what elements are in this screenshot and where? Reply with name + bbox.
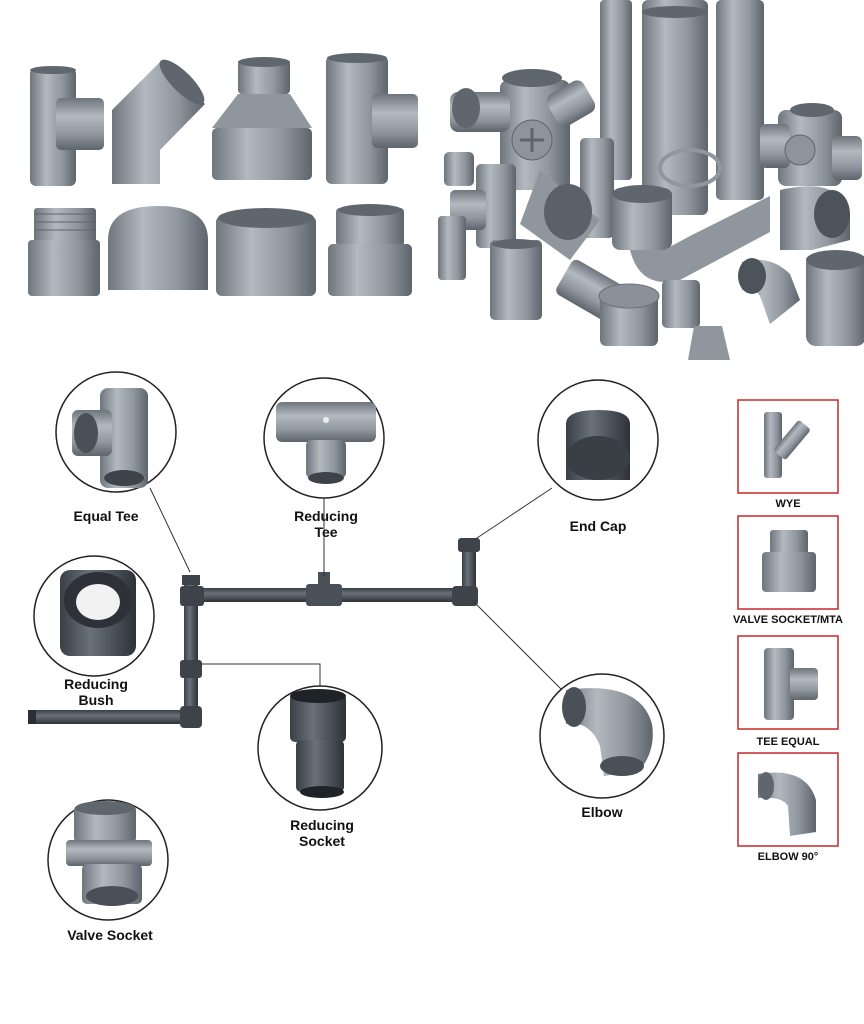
side-item-tee-equal (737, 635, 839, 730)
tee-fitting-image (30, 66, 104, 186)
callout-elbow (539, 673, 665, 799)
label-reducing-tee: Reducing Tee (276, 508, 376, 540)
riser-pipe (184, 575, 198, 723)
side-label-wye: WYE (775, 498, 801, 510)
label-elbow: Elbow (552, 804, 652, 820)
side-label-elbow-90: ELBOW 90° (757, 851, 819, 863)
label-end-cap: End Cap (548, 518, 648, 534)
label-reducing-socket-line2: Socket (299, 833, 345, 849)
tee-reducing-fitting-image (326, 53, 418, 184)
label-reducing-bush-line2: Bush (78, 692, 114, 708)
label-valve-socket: Valve Socket (48, 927, 172, 943)
elbow-45-fitting-image (112, 59, 205, 184)
callout-reducing-socket (257, 685, 383, 811)
side-item-wye (737, 399, 839, 494)
side-label-valve-socket-mta: VALVE SOCKET/MTA (733, 614, 843, 626)
side-panel (737, 399, 839, 847)
valve-socket-fitting-image (28, 208, 100, 296)
drainage-fittings-photo (438, 0, 864, 360)
label-valve-socket-line1: Valve Socket (67, 927, 153, 943)
callout-equal-tee (55, 371, 177, 493)
coupler-fitting-image (216, 208, 316, 296)
branch-pipe (32, 710, 198, 724)
piping-layout (28, 487, 563, 728)
label-equal-tee: Equal Tee (56, 508, 156, 524)
label-equal-tee-line1: Equal Tee (73, 508, 139, 524)
reducer-fitting-image (212, 57, 312, 180)
label-reducing-tee-line1: Reducing (294, 508, 358, 524)
label-elbow-line1: Elbow (581, 804, 623, 820)
fittings-grid-photo (28, 53, 418, 296)
side-item-valve-socket-mta (737, 515, 839, 610)
callout-end-cap (537, 379, 659, 501)
label-reducing-socket-line1: Reducing (290, 817, 354, 833)
end-cap-fitting-image (108, 206, 208, 290)
side-item-elbow-90 (737, 752, 839, 847)
side-label-tee-equal: TEE EQUAL (756, 736, 820, 748)
label-reducing-socket: Reducing Socket (272, 817, 372, 849)
label-reducing-bush: Reducing Bush (46, 676, 146, 708)
label-reducing-bush-line1: Reducing (64, 676, 128, 692)
label-end-cap-line1: End Cap (569, 518, 627, 534)
callout-reducing-tee (263, 377, 385, 499)
callout-reducing-bush (33, 555, 155, 677)
callout-valve-socket (47, 799, 169, 921)
label-reducing-tee-line2: Tee (314, 524, 338, 540)
reducing-socket-fitting-image (328, 204, 412, 296)
